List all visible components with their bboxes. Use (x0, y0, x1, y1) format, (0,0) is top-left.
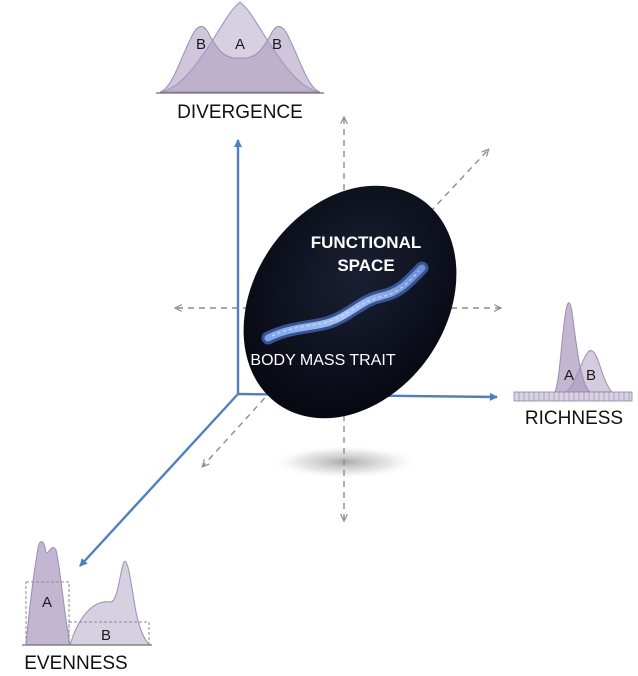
body-mass-trait-label: BODY MASS TRAIT (250, 352, 395, 369)
divergence-letter-b-left: B (196, 36, 206, 53)
dashed-arrow-upright (429, 150, 488, 213)
richness-letter-b: B (586, 367, 596, 384)
dashed-arrow-downleft (203, 389, 273, 466)
functional-space-title-1: FUNCTIONAL (311, 233, 421, 252)
evenness-letter-a: A (42, 594, 52, 611)
richness-peak-a (554, 302, 592, 393)
evenness-peak-a (25, 541, 71, 646)
richness-label: RICHNESS (525, 408, 623, 429)
ellipse-shadow (270, 445, 420, 479)
functional-space-title-2: SPACE (337, 256, 394, 275)
axis-evenness (79, 393, 239, 567)
evenness-peak-b (69, 561, 152, 646)
richness-baseline (513, 391, 633, 402)
divergence-letter-b-right: B (272, 36, 282, 53)
divergence-letter-a: A (235, 36, 245, 53)
richness-letter-a: A (564, 367, 574, 384)
evenness-label: EVENNESS (24, 653, 127, 674)
functional-space: FUNCTIONAL SPACE BODY MASS TRAIT (243, 185, 457, 419)
divergence-peak-b (159, 25, 321, 93)
richness-distribution: A B (513, 302, 633, 402)
divergence-label: DIVERGENCE (177, 102, 303, 123)
functional-space-ellipse (243, 185, 457, 419)
evenness-letter-b: B (101, 627, 111, 644)
divergence-distribution: B A B (156, 1, 324, 94)
evenness-distribution: A B (22, 541, 152, 646)
